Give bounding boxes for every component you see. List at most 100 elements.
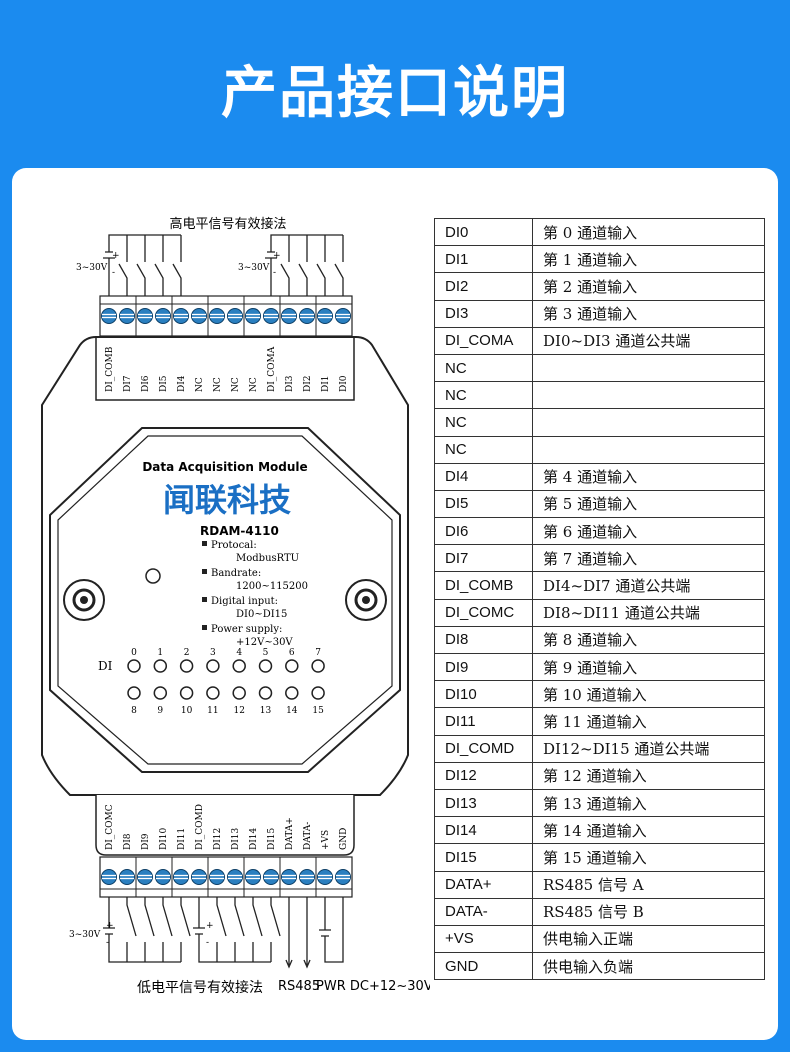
led-indicator <box>258 686 273 700</box>
led-indicator <box>311 659 325 673</box>
plus-sign: + <box>206 921 214 931</box>
pin-name: DI15 <box>434 843 533 872</box>
model-name: RDAM-4110 <box>200 524 279 538</box>
pin-description: 第 14 通道输入 <box>532 816 765 845</box>
pin-name: DI11 <box>434 707 533 736</box>
pin-name: DI0 <box>434 217 533 247</box>
pin-name: DI_COMC <box>434 598 533 627</box>
pin-name: DI12 <box>434 761 533 790</box>
page-title: 产品接口说明 <box>221 61 569 126</box>
terminal-screw-icon <box>281 308 297 324</box>
pin-description: DI12~DI15 通道公共端 <box>532 734 765 763</box>
pin-description: 第 9 通道输入 <box>532 652 765 682</box>
pin-description: 供电输入正端 <box>532 924 765 954</box>
led-indicator <box>127 686 141 700</box>
minus-sign: - <box>112 268 115 278</box>
pin-description: RS485 信号 A <box>532 870 765 899</box>
terminal-screw-icon <box>191 308 207 324</box>
power-label: PWR DC+12~30V <box>316 979 430 994</box>
terminal-label: +VS <box>321 830 331 850</box>
pin-name: NC <box>434 381 533 410</box>
terminal-label: GND <box>339 828 349 850</box>
led-number: 0 <box>131 648 137 658</box>
terminal-screw-icon <box>101 308 117 324</box>
led-number: 14 <box>286 706 298 716</box>
pin-name: DI6 <box>434 517 533 546</box>
led-number: 13 <box>260 706 272 716</box>
brand-name: 闻联科技 <box>163 481 291 519</box>
pin-description: 第 2 通道输入 <box>532 272 765 301</box>
led-number: 5 <box>263 648 269 658</box>
rs485-label: RS485 <box>278 979 320 994</box>
terminal-label: DI13 <box>231 828 241 850</box>
pin-name: DI2 <box>434 272 533 301</box>
terminal-screw-icon <box>101 869 117 885</box>
front-panel <box>49 427 401 773</box>
pin-name: DI7 <box>434 544 533 573</box>
terminal-label: NC <box>195 377 205 392</box>
led-indicator <box>232 659 246 673</box>
led-number: 1 <box>157 648 163 658</box>
low-level-label: 低电平信号有效接法 <box>137 979 263 996</box>
led-number: 3 <box>210 648 216 658</box>
led-number: 8 <box>131 706 137 716</box>
voltage-label-bottom: 3~30V <box>69 930 101 940</box>
wiring-diagram: 高电平信号有效接法 低电平信号有效接法 RS485 PWR DC+12~30V … <box>41 216 430 996</box>
terminal-label: DI15 <box>267 828 277 850</box>
led-indicator <box>311 686 325 700</box>
pin-description <box>532 353 765 383</box>
pin-name: DATA- <box>434 897 533 926</box>
pin-name: +VS <box>434 924 533 954</box>
terminal-screw-icon <box>227 308 243 324</box>
pin-description <box>532 435 765 464</box>
pin-description <box>532 408 765 437</box>
terminal-screw-icon <box>119 308 135 324</box>
pin-description <box>532 381 765 410</box>
pin-name: DI_COMA <box>434 326 533 355</box>
bullet-icon <box>202 541 207 546</box>
spec-label: Bandrate: <box>211 568 261 579</box>
pin-description: 第 3 通道输入 <box>532 299 765 328</box>
terminal-label: DATA- <box>303 822 313 850</box>
terminal-label: DI_COMA <box>267 346 277 392</box>
pin-name: DI8 <box>434 625 533 655</box>
module-subtitle: Data Acquisition Module <box>142 460 307 474</box>
led-indicator <box>179 686 194 700</box>
led-indicator <box>153 659 168 673</box>
led-indicator <box>285 659 299 673</box>
pin-name: DI9 <box>434 652 533 682</box>
terminal-label: DI8 <box>123 833 133 850</box>
terminal-label: DI5 <box>159 375 169 392</box>
led-indicator <box>179 659 194 673</box>
voltage-label-left: 3~30V <box>76 263 108 273</box>
terminal-screw-icon <box>263 308 279 324</box>
terminal-label: DI3 <box>285 375 295 392</box>
plus-sign: + <box>112 251 120 261</box>
pin-name: DI5 <box>434 489 533 519</box>
pin-name: GND <box>434 952 533 981</box>
table-row: NC <box>434 408 765 437</box>
bullet-icon <box>202 625 207 630</box>
table-row: NC <box>434 435 765 464</box>
terminal-label: NC <box>231 377 241 392</box>
terminal-label: DI11 <box>177 828 187 850</box>
mounting-hole-left <box>63 579 105 621</box>
led-number: 2 <box>184 648 190 658</box>
pin-description: 第 12 通道输入 <box>532 761 765 790</box>
terminal-screw-icon <box>299 308 315 324</box>
indicator-hole <box>145 568 161 584</box>
terminal-label: DI12 <box>213 828 223 850</box>
terminal-label: DI9 <box>141 833 151 850</box>
led-number: 7 <box>315 648 321 658</box>
